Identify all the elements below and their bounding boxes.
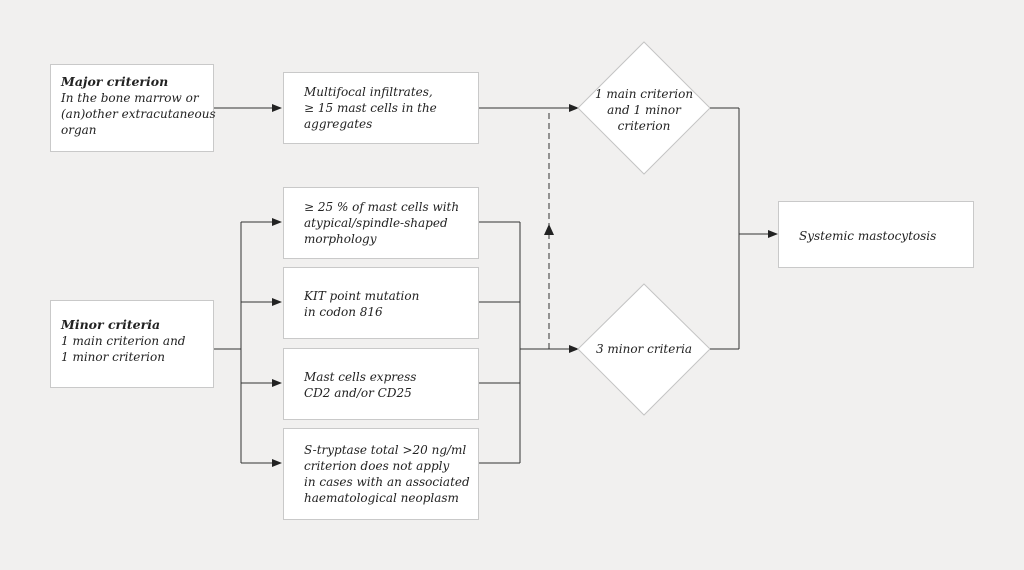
infiltrates-line: aggregates <box>304 117 373 131</box>
minor-criteria-box: Minor criteria 1 main criterion and 1 mi… <box>50 300 214 388</box>
major-criterion-line: organ <box>61 123 97 137</box>
minor-box-s-tryptase: S-tryptase total >20 ng/ml criterion doe… <box>283 428 479 520</box>
diamond-top-line: criterion <box>617 119 671 133</box>
minor-criteria-line: 1 minor criterion <box>61 350 165 364</box>
diamond-top <box>577 41 711 175</box>
minor-box-line: CD2 and/or CD25 <box>304 386 412 400</box>
diamond-bottom <box>577 283 711 416</box>
minor-box-line: haematological neoplasm <box>304 491 459 505</box>
infiltrates-box: Multifocal infiltrates, ≥ 15 mast cells … <box>283 72 479 144</box>
major-criterion-line: In the bone marrow or <box>61 91 199 105</box>
minor-box-kit-mutation: KIT point mutation in codon 816 <box>283 267 479 339</box>
major-criterion-line: (an)other extracutaneous <box>61 107 216 121</box>
minor-box-line: KIT point mutation <box>304 289 420 303</box>
minor-box-line: S-tryptase total >20 ng/ml <box>304 443 467 457</box>
infiltrates-line: ≥ 15 mast cells in the <box>304 101 437 115</box>
dashed-arrowhead <box>544 224 554 235</box>
result-box: Systemic mastocytosis <box>778 201 974 268</box>
minor-box-line: morphology <box>304 232 377 246</box>
minor-criteria-title: Minor criteria <box>61 317 161 332</box>
diamond-bottom-line: 3 minor criteria <box>595 342 693 356</box>
infiltrates-line: Multifocal infiltrates, <box>304 85 433 99</box>
minor-box-cd2-cd25: Mast cells express CD2 and/or CD25 <box>283 348 479 420</box>
minor-box-line: in codon 816 <box>304 305 383 319</box>
diamond-bottom-label: 3 minor criteria <box>584 341 704 357</box>
major-criterion-title: Major criterion <box>61 74 169 89</box>
diamond-top-line: 1 main criterion <box>594 87 694 101</box>
minor-criteria-line: 1 main criterion and <box>61 334 186 348</box>
minor-box-line: atypical/spindle-shaped <box>304 216 448 230</box>
diamond-top-line: and 1 minor <box>607 103 681 117</box>
major-criterion-box: Major criterion In the bone marrow or (a… <box>50 64 216 152</box>
minor-box-line: ≥ 25 % of mast cells with <box>304 200 460 214</box>
result-label: Systemic mastocytosis <box>799 229 937 243</box>
diamond-top-label: 1 main criterion and 1 minor criterion <box>584 86 704 134</box>
minor-box-line: Mast cells express <box>304 370 417 384</box>
minor-box-line: in cases with an associated <box>304 475 470 489</box>
minor-box-morphology: ≥ 25 % of mast cells with atypical/spind… <box>283 187 479 259</box>
minor-box-line: criterion does not apply <box>304 459 450 473</box>
